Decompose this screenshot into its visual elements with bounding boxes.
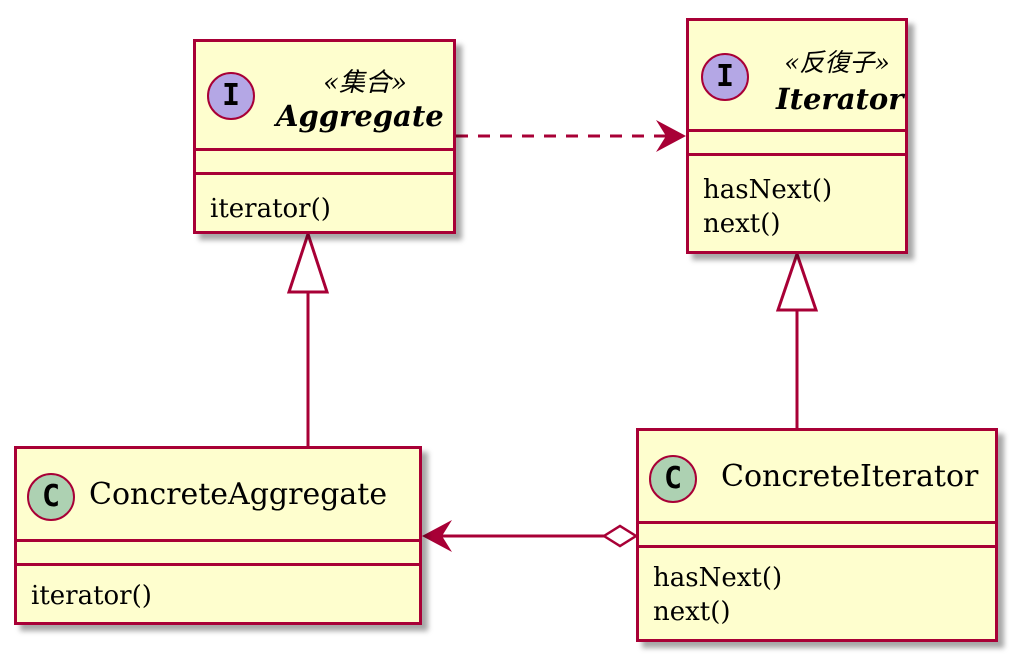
aggregate-header: I «集合» Aggregate: [196, 42, 453, 150]
aggregate-class-name: Aggregate: [276, 99, 444, 133]
aggregation-diamond: [601, 524, 639, 548]
realization-concreteiterator-iterator: [775, 249, 819, 428]
realization-triangle-aggregate: [286, 229, 330, 294]
concreteaggregate-class-box: C ConcreteAggregate iterator(): [14, 446, 422, 625]
concreteiterator-divider-fields: [639, 521, 995, 524]
iterator-methods: hasNext() next(): [703, 173, 832, 241]
iterator-divider-methods: [689, 153, 905, 156]
concreteaggregate-method-iterator: iterator(): [31, 581, 152, 611]
dependency-arrowhead: [656, 120, 686, 152]
aggregation-arrowhead: [422, 520, 452, 552]
concreteiterator-methods: hasNext() next(): [653, 561, 782, 629]
aggregate-method-iterator: iterator(): [210, 194, 331, 224]
class-icon: C: [27, 473, 75, 521]
iterator-method-next: next(): [703, 209, 781, 239]
iterator-divider-fields: [689, 129, 905, 132]
concreteiterator-class-name: ConcreteIterator: [721, 459, 979, 494]
class-icon: C: [649, 455, 697, 503]
concreteaggregate-class-name: ConcreteAggregate: [89, 477, 388, 512]
concreteaggregate-header: C ConcreteAggregate: [17, 449, 419, 539]
interface-icon: I: [701, 53, 749, 101]
iterator-interface-box: I «反復子» Iterator hasNext() next(): [686, 18, 908, 254]
concreteiterator-class-box: C ConcreteIterator hasNext() next(): [636, 428, 998, 642]
aggregate-methods: iterator(): [210, 192, 331, 226]
concreteaggregate-methods: iterator(): [31, 579, 152, 613]
aggregate-stereotype: «集合»: [323, 68, 407, 98]
iterator-stereotype: «反復子»: [784, 48, 890, 77]
iterator-class-name: Iterator: [776, 82, 904, 116]
concreteiterator-method-next: next(): [653, 597, 731, 627]
dependency-aggregate-iterator: [456, 120, 686, 152]
aggregate-divider-fields: [196, 148, 453, 151]
concreteiterator-header: C ConcreteIterator: [639, 431, 995, 521]
realization-triangle-iterator: [775, 249, 819, 312]
interface-icon: I: [207, 72, 255, 120]
concreteaggregate-divider-fields: [17, 539, 419, 542]
aggregate-interface-box: I «集合» Aggregate iterator(): [193, 39, 456, 234]
concreteaggregate-divider-methods: [17, 563, 419, 566]
realization-concreteaggregate-aggregate: [286, 229, 330, 446]
concreteiterator-method-hasnext: hasNext(): [653, 563, 783, 593]
iterator-header: I «反復子» Iterator: [689, 21, 905, 129]
concreteiterator-divider-methods: [639, 545, 995, 548]
iterator-method-hasnext: hasNext(): [703, 175, 833, 205]
aggregation-concreteiterator-concreteaggregate: [422, 520, 639, 552]
aggregate-divider-methods: [196, 172, 453, 175]
